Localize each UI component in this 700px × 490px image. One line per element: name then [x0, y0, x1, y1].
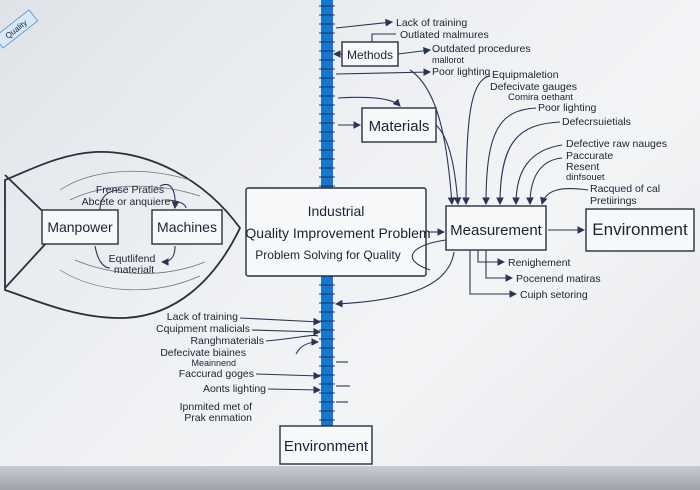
- top-cause: Outlated malmures: [400, 29, 489, 41]
- fish-label-top-2: Abcete or anquiere: [82, 196, 171, 208]
- methods-label: Methods: [347, 48, 393, 62]
- measurement-box: [445, 205, 547, 251]
- fish-arrow: [94, 245, 111, 269]
- materials-label: Materials: [369, 118, 430, 135]
- right-cause: Pocenend matiras: [516, 273, 601, 285]
- fish-label-bottom-2: materialt: [114, 264, 154, 276]
- fish-arrow: [164, 199, 187, 209]
- bottom-cause: Lack of training: [167, 311, 238, 323]
- fish-label-top-1: Frense Praties: [96, 184, 164, 196]
- right-cause: Renighement: [508, 257, 571, 269]
- top-cause: Defecivate gauges: [490, 81, 577, 93]
- problem-title-line1: Industrial: [308, 203, 365, 219]
- monitor-bezel: [0, 466, 700, 490]
- top-cause: Racqued of cal: [590, 183, 660, 195]
- machines-box: [151, 209, 223, 245]
- right-cause: Cuiph setoring: [520, 289, 588, 301]
- top-cause: Equipmaletion: [492, 69, 559, 81]
- measurement-label: Measurement: [450, 222, 543, 239]
- bottom-cause: Ipnmited met of: [180, 401, 252, 413]
- top-cause: Resent: [566, 161, 599, 173]
- bottom-cause: Meainnend: [191, 358, 236, 368]
- problem-subtitle: Problem Solving for Quality: [255, 248, 400, 262]
- top-cause: Paccurate: [566, 150, 613, 162]
- environment-bottom-box: [279, 425, 373, 465]
- fish-arrow: [99, 189, 121, 211]
- fish-arrow: [159, 184, 180, 210]
- top-cause: Defecrsuietials: [562, 116, 631, 128]
- top-cause: Poor lighting: [432, 66, 491, 78]
- bottom-cause: Cquipment malicials: [156, 323, 250, 335]
- connector-arrows: [239, 18, 589, 403]
- top-cause: mallorot: [432, 55, 465, 65]
- top-cause: Pretiirings: [590, 195, 637, 207]
- environment-bottom-label: Environment: [284, 438, 369, 455]
- problem-box: [245, 187, 427, 277]
- bottom-cause: Prak enmation: [184, 412, 252, 424]
- materials-box: [361, 107, 437, 143]
- corner-sticker: Quality: [0, 9, 39, 49]
- manpower-label: Manpower: [47, 219, 113, 235]
- problem-title-line2: Quality Improvement Problem: [245, 225, 430, 241]
- bottom-cause: Aonts lighting: [203, 383, 266, 395]
- environment-right-box: [585, 208, 695, 252]
- top-cause: Comira oethant: [508, 92, 573, 103]
- fish-arrow: [160, 245, 176, 266]
- bottom-cause: Faccurad goges: [179, 368, 254, 380]
- fish-label-bottom-1: Equtlifend: [109, 253, 156, 265]
- environment-right-label: Environment: [592, 220, 688, 239]
- top-cause: dinfsouet: [566, 172, 605, 183]
- top-cause: Defective raw nauges: [566, 138, 667, 150]
- top-cause: Outdated procedures: [432, 43, 531, 55]
- manpower-box: [41, 209, 119, 245]
- bottom-cause: Defecivate biaines: [160, 347, 246, 359]
- top-cause: Poor lighting: [538, 102, 597, 114]
- bottom-cause: Ranghmaterials: [190, 335, 264, 347]
- top-cause: Lack of training: [396, 17, 467, 29]
- machines-label: Machines: [157, 219, 217, 235]
